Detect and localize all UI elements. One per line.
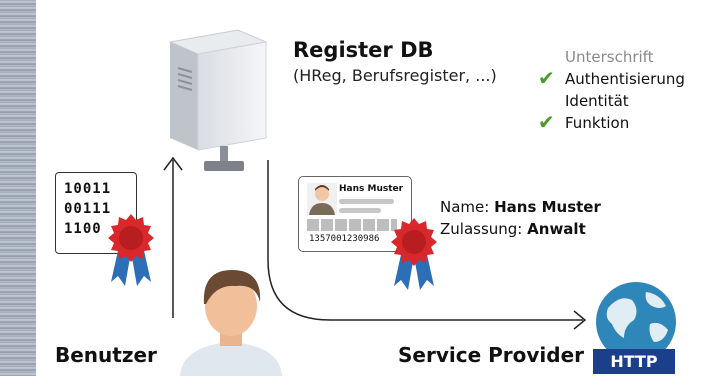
left-stripe-decoration	[0, 0, 36, 376]
id-card: Hans Muster 1357001230986	[298, 176, 412, 252]
attribute-funktion: Funktion	[565, 114, 630, 132]
register-db-subtitle: (HReg, Berufsregister, ...)	[293, 66, 497, 85]
name-label: Name:	[440, 198, 490, 216]
service-provider-label: Service Provider	[398, 343, 585, 367]
check-icon: ✔	[538, 66, 555, 90]
db-to-provider-arrow	[267, 160, 583, 321]
name-value: Hans Muster	[494, 198, 601, 216]
seal-ribbon-icon	[391, 218, 437, 290]
user-figure-icon	[180, 270, 282, 376]
id-card-name: Hans Muster	[339, 184, 404, 194]
binary-line: 1100	[64, 221, 102, 237]
admission-value: Anwalt	[527, 220, 586, 238]
id-card-number: 1357001230986	[309, 234, 380, 244]
server-icon	[168, 29, 268, 171]
globe-icon	[596, 282, 676, 356]
attribute-unterschrift: Unterschrift	[565, 48, 654, 66]
http-badge: HTTP	[593, 349, 675, 374]
person-info: Name: Hans Muster Zulassung: Anwalt	[440, 196, 601, 240]
register-db-title: Register DB	[293, 38, 434, 62]
user-label: Benutzer	[55, 343, 157, 367]
binary-line: 00111	[64, 201, 112, 217]
admission-label: Zulassung:	[440, 220, 523, 238]
seal-ribbon-icon	[108, 214, 154, 286]
check-icon: ✔	[538, 110, 555, 134]
binary-line: 10011	[64, 181, 112, 197]
attribute-authentisierung: Authentisierung	[565, 70, 685, 88]
attribute-identitaet: Identität	[565, 92, 629, 110]
avatar-icon	[307, 183, 337, 215]
